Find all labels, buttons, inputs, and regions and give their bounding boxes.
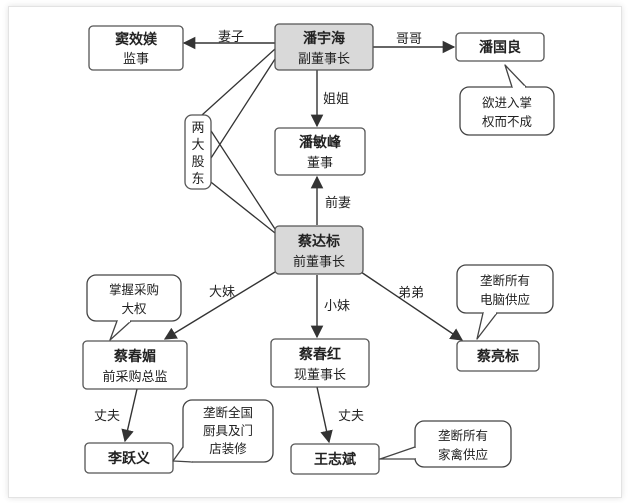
node-dou-xiaomei: 窦效媄 监事: [88, 25, 184, 71]
svg-text:垄断所有: 垄断所有: [438, 428, 488, 443]
edge-label-small-sister: 小妹: [324, 299, 350, 314]
edge-label-elder-brother: 哥哥: [396, 32, 422, 47]
shareholder-line: [201, 174, 276, 234]
node-title: 监事: [123, 52, 149, 67]
node-name: 潘敏峰: [299, 134, 342, 151]
relationship-diagram: 妻子 哥哥 姐姐 前妻 大妹 小妹 弟弟 丈夫 丈夫 两 大 股 东 潘宇海 副…: [82, 23, 555, 475]
svg-text:东: 东: [191, 172, 204, 187]
shareholder-line: [201, 48, 276, 116]
node-cai-liangbiao: 蔡亮标: [456, 340, 540, 372]
svg-text:店装修: 店装修: [209, 441, 247, 456]
node-wang-zhibin: 王志斌: [290, 443, 380, 475]
node-li-yueyi: 李跃义: [84, 442, 174, 474]
bubble-cai-liangbiao: 垄断所有 电脑供应: [456, 264, 554, 340]
svg-text:大权: 大权: [121, 301, 147, 316]
node-name: 潘国良: [479, 39, 521, 56]
bubble-wang-zhibin: 垄断所有 家禽供应: [379, 420, 512, 468]
shareholders-label: 两 大 股 东: [184, 114, 212, 190]
svg-text:垄断所有: 垄断所有: [480, 273, 530, 288]
figure-frame: 妻子 哥哥 姐姐 前妻 大妹 小妹 弟弟 丈夫 丈夫 两 大 股 东 潘宇海 副…: [8, 6, 622, 498]
edge-label-younger-brother: 弟弟: [398, 286, 424, 301]
svg-text:权而不成: 权而不成: [482, 114, 532, 129]
edge-label-ex-wife: 前妻: [325, 195, 351, 211]
svg-text:垄断全国: 垄断全国: [203, 405, 253, 420]
edge-label-elder-sister: 姐姐: [323, 92, 349, 107]
svg-text:股: 股: [191, 155, 204, 170]
edge-husband-wang: [316, 386, 333, 444]
node-pan-guoliang: 潘国良: [455, 32, 545, 62]
node-title: 董事: [307, 156, 333, 171]
node-name: 王志斌: [314, 451, 356, 468]
svg-text:欲进入掌: 欲进入掌: [482, 95, 532, 110]
edge-label-wife: 妻子: [218, 30, 244, 45]
svg-text:掌握采购: 掌握采购: [109, 282, 159, 297]
svg-text:电脑供应: 电脑供应: [480, 292, 530, 307]
node-name: 蔡春红: [298, 346, 341, 363]
node-title: 前采购总监: [102, 369, 167, 385]
node-name: 蔡亮标: [476, 348, 519, 365]
svg-text:两: 两: [191, 121, 204, 136]
node-cai-chunhong: 蔡春红 现董事长: [270, 338, 370, 388]
edge-younger-brother: [360, 271, 464, 341]
svg-text:厨具及门: 厨具及门: [203, 423, 253, 438]
node-title: 前董事长: [293, 254, 345, 270]
svg-text:大: 大: [191, 138, 204, 153]
node-name: 窦效媄: [115, 31, 158, 48]
edge-labels: 妻子 哥哥 姐姐 前妻 大妹 小妹 弟弟 丈夫 丈夫: [94, 30, 424, 424]
edge-label-husband-wang: 丈夫: [338, 409, 364, 424]
node-name: 李跃义: [107, 450, 150, 467]
edges: [121, 36, 464, 444]
node-name: 潘宇海: [303, 30, 345, 47]
bubble-pan-guoliang: 欲进入掌 权而不成: [459, 64, 555, 136]
edge-label-big-sister: 大妹: [209, 285, 235, 300]
node-title: 现董事长: [294, 368, 346, 383]
node-name: 蔡达标: [297, 233, 340, 250]
svg-text:家禽供应: 家禽供应: [438, 447, 488, 462]
node-cai-dabiao: 蔡达标 前董事长: [274, 225, 364, 275]
bubble-cai-chunmei: 掌握采购 大权: [86, 274, 182, 341]
edge-label-husband-li: 丈夫: [94, 409, 120, 424]
shareholder-line: [201, 58, 276, 173]
node-pan-minfeng: 潘敏峰 董事: [274, 127, 366, 176]
node-name: 蔡春媚: [113, 348, 156, 365]
edge-husband-li: [121, 388, 138, 443]
shareholder-line: [201, 116, 276, 230]
bubble-li-yueyi: 垄断全国 厨具及门 店装修: [172, 399, 274, 463]
node-pan-yuhai: 潘宇海 副董事长: [274, 23, 374, 71]
node-cai-chunmei: 蔡春媚 前采购总监: [82, 340, 188, 390]
edge-big-sister: [163, 271, 276, 340]
node-title: 副董事长: [298, 52, 350, 67]
